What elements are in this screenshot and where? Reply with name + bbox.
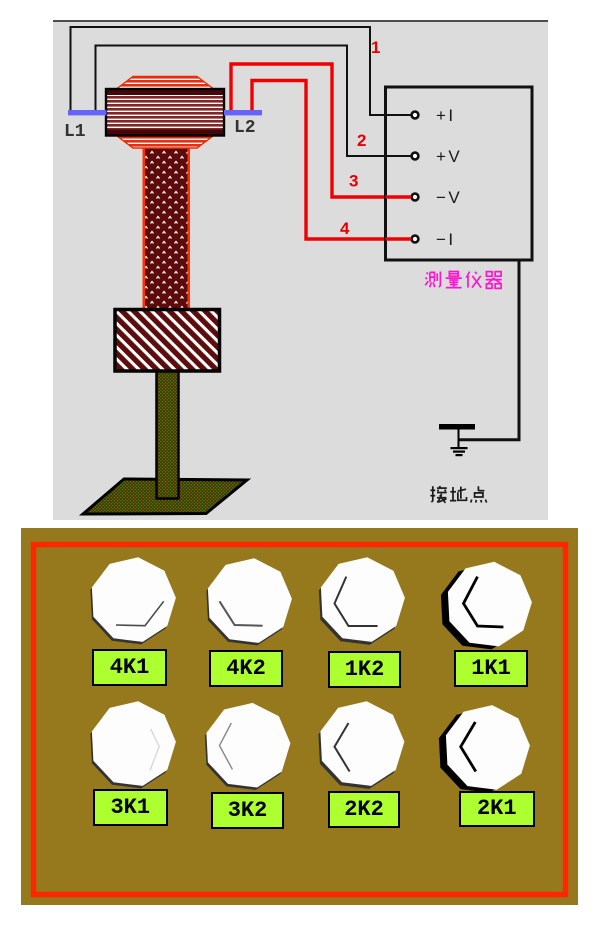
svg-text:L1: L1: [64, 122, 86, 142]
svg-text:3: 3: [349, 172, 358, 191]
svg-text:1: 1: [371, 38, 380, 57]
svg-text:L2: L2: [234, 118, 256, 138]
svg-text:+V: +V: [436, 147, 462, 166]
svg-text:+I: +I: [436, 106, 456, 125]
svg-text:4: 4: [340, 219, 350, 238]
svg-text:−V: −V: [436, 188, 462, 207]
svg-text:2: 2: [357, 131, 366, 150]
svg-text:−I: −I: [436, 230, 456, 249]
